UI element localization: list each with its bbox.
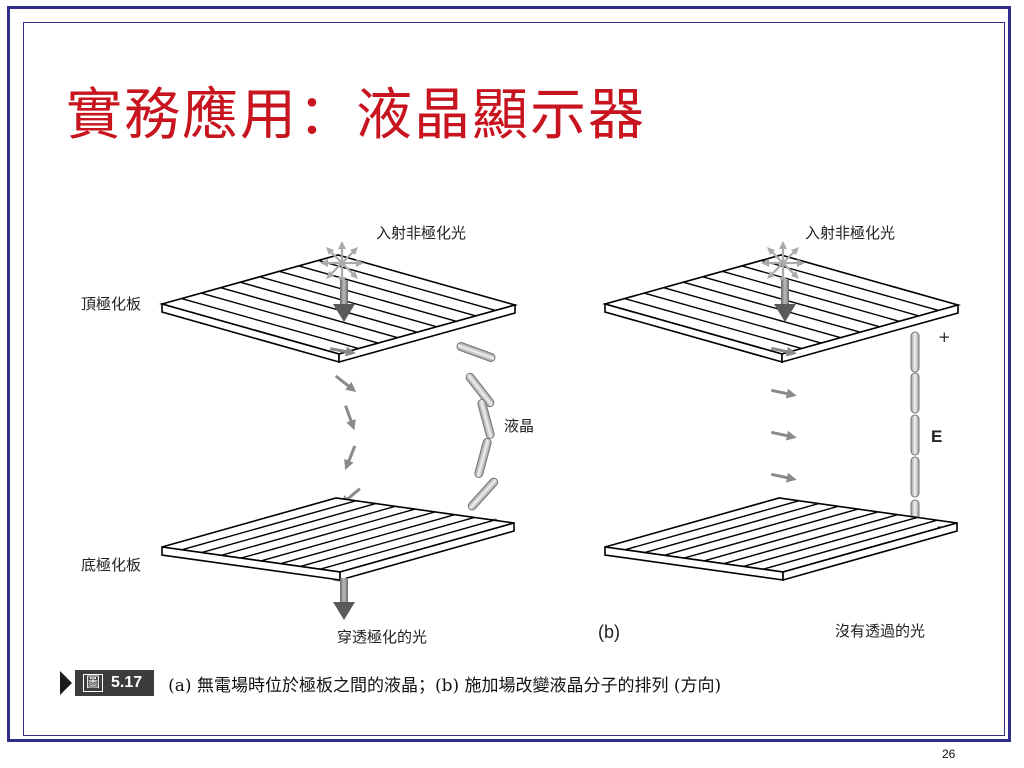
figure-number: 5.17 xyxy=(111,674,143,691)
figure-caption: 圖 5.17 (a) 無電場時位於極板之間的液晶；(b) 施加場改變液晶分子的排… xyxy=(60,668,721,698)
slide-title: 實務應用：液晶顯示器 xyxy=(66,83,646,148)
panel-b-label: (b) xyxy=(598,622,620,642)
slide-inner-frame xyxy=(23,22,1005,736)
liquid-crystal-rods-a xyxy=(455,340,501,541)
caption-marker-icon xyxy=(60,671,72,695)
caption-text: (a) 無電場時位於極板之間的液晶；(b) 施加場改變液晶分子的排列 (方向) xyxy=(168,675,722,696)
bottom-polarizer-b xyxy=(604,497,958,581)
unpolarized-light-icon-a xyxy=(318,239,366,287)
page-number: 26 xyxy=(942,747,956,761)
slide-outer-frame xyxy=(7,6,1011,742)
incoming-light-label-b: 入射非極化光 xyxy=(805,224,895,242)
incoming-light-label-a: 入射非極化光 xyxy=(376,224,466,242)
figure-number-badge: 圖 5.17 xyxy=(75,670,155,696)
electric-field-label: E xyxy=(931,427,942,446)
transmitted-light-arrow-a xyxy=(333,578,355,620)
figure-word: 圖 xyxy=(83,674,103,692)
bottom-polarizer-label: 底極化板 xyxy=(81,556,141,574)
plus-label: + xyxy=(938,328,951,346)
liquid-crystal-rods-b xyxy=(910,331,920,541)
transmitted-light-label: 穿透極化的光 xyxy=(337,628,427,646)
minus-label: – xyxy=(937,517,945,535)
panel-b: 入射非極化光 + E – (b) 沒有透過的光 xyxy=(598,224,959,642)
bottom-polarizer-a xyxy=(161,497,515,581)
panel-a: 入射非極化光 頂極化板 液晶 底極化板 穿透極化的光 xyxy=(81,224,534,646)
unpolarized-light-icon-b xyxy=(759,239,807,287)
no-light-label: 沒有透過的光 xyxy=(835,622,925,640)
liquid-crystal-label: 液晶 xyxy=(504,417,534,435)
top-polarizer-label: 頂極化板 xyxy=(81,295,141,313)
